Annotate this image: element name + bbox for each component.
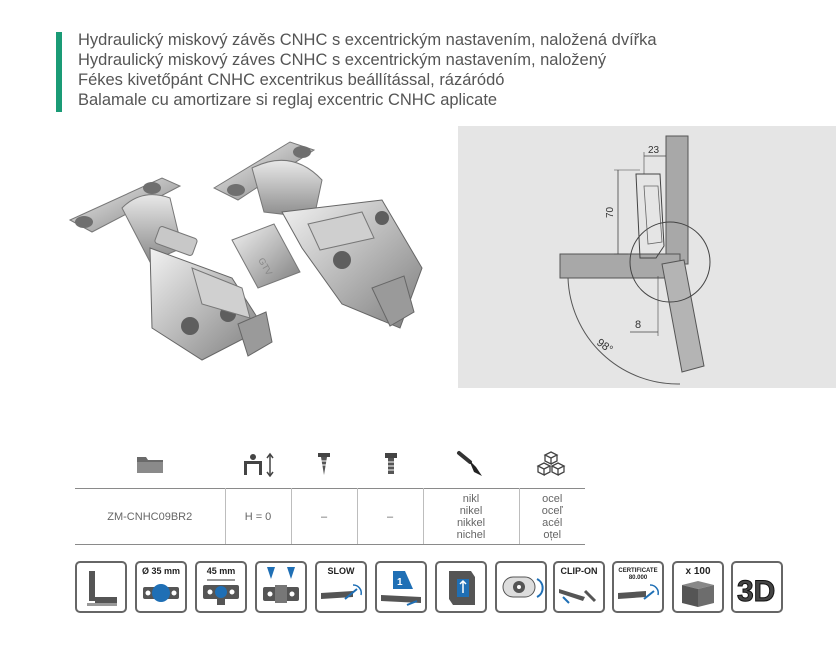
soft-close-label: SLOW: [327, 566, 355, 576]
door-open: [661, 259, 705, 373]
product-photo: GTV: [52, 128, 442, 373]
hinge-right-illustration: [212, 141, 423, 329]
height-adjust-icon: [240, 448, 278, 480]
spec-code: ZM-CNHC09BR2: [75, 488, 226, 545]
certificate-cycles: 80.000: [628, 575, 648, 581]
dim-bottom-label: 8: [635, 319, 641, 331]
euro-screw-icon: [383, 448, 399, 480]
paint-brush-icon: [456, 448, 488, 480]
finish-ro: nichel: [456, 528, 486, 541]
eccentric-adjust-icon: [495, 561, 547, 613]
angle-label: 98°: [594, 337, 615, 356]
table-row: ZM-CNHC09BR2 H = 0 – – nikl nikel nikkel…: [75, 488, 585, 545]
title-ro: Balamale cu amortizare si reglaj excentr…: [78, 91, 498, 109]
finish-sk: nikel: [459, 504, 483, 517]
material-cs: ocel: [542, 492, 563, 505]
product-titles: Hydraulický miskový závěs CNHC s excentr…: [78, 30, 657, 110]
screw-spacing-badge: 45 mm: [195, 561, 247, 613]
clip-on-label: CLIP-ON: [560, 566, 598, 576]
spec-screw-1: –: [290, 488, 358, 545]
certificate-label: CERTIFICATE: [618, 568, 658, 574]
title-accent-bar: [56, 32, 62, 112]
cup-diameter-badge: Ø 35 mm: [135, 561, 187, 613]
three-d-label: 3D: [737, 575, 775, 608]
soft-close-badge: SLOW: [315, 561, 367, 613]
pack-quantity-badge: x 100: [672, 561, 724, 613]
cover-cap-illustration: GTV: [231, 223, 301, 289]
detail-circle: [629, 221, 711, 303]
pack-quantity-label: x 100: [685, 566, 711, 577]
material-ro: oțel: [543, 528, 562, 541]
certificate-badge: CERTIFICATE 80.000: [612, 561, 664, 613]
hinge-left-illustration: [68, 177, 273, 361]
three-d-badge: 3D: [731, 561, 783, 613]
clip-on-badge: CLIP-ON: [553, 561, 605, 613]
finish-hu: nikkel: [456, 516, 486, 529]
folder-icon: [135, 448, 165, 480]
material-hu: acél: [542, 516, 563, 529]
material-cubes-icon: [536, 448, 566, 480]
cup-diameter-label: Ø 35 mm: [141, 566, 181, 576]
step-one-badge: 1: [375, 561, 427, 613]
spec-table: ZM-CNHC09BR2 H = 0 – – nikl nikel nikkel…: [75, 488, 585, 545]
feature-badges: Ø 35 mm 45 mm SLOW 1 CLIP-ON CERTIFICATE…: [75, 561, 785, 615]
title-cs: Hydraulický miskový závěs CNHC s excentr…: [78, 31, 657, 49]
swing-arc: [567, 277, 681, 385]
wood-screw-icon: [316, 448, 332, 480]
screw-spacing-label: 45 mm: [206, 566, 236, 576]
material-sk: oceľ: [541, 504, 563, 517]
spec-finish: nikl nikel nikkel nichel: [422, 488, 520, 545]
screw-mount-icon: [255, 561, 307, 613]
door-closed: [559, 253, 681, 279]
spec-material: ocel oceľ acél oțel: [518, 488, 585, 545]
spec-height: H = 0: [224, 488, 292, 545]
dim-top-label: 23: [648, 145, 660, 156]
dim-height-label: 70: [605, 206, 616, 218]
title-sk: Hydraulický miskový záves CNHC s excentr…: [78, 51, 607, 69]
overlay-door-icon: [75, 561, 127, 613]
finish-cs: nikl: [462, 492, 480, 505]
technical-drawing: 23 70 8 98°: [458, 126, 836, 388]
adjustment-icon: [435, 561, 487, 613]
step-number: 1: [397, 577, 403, 588]
cabinet-side-panel: [665, 135, 689, 265]
spec-screw-2: –: [356, 488, 424, 545]
title-hu: Fékes kivetőpánt CNHC excentrikus beállí…: [78, 71, 505, 89]
